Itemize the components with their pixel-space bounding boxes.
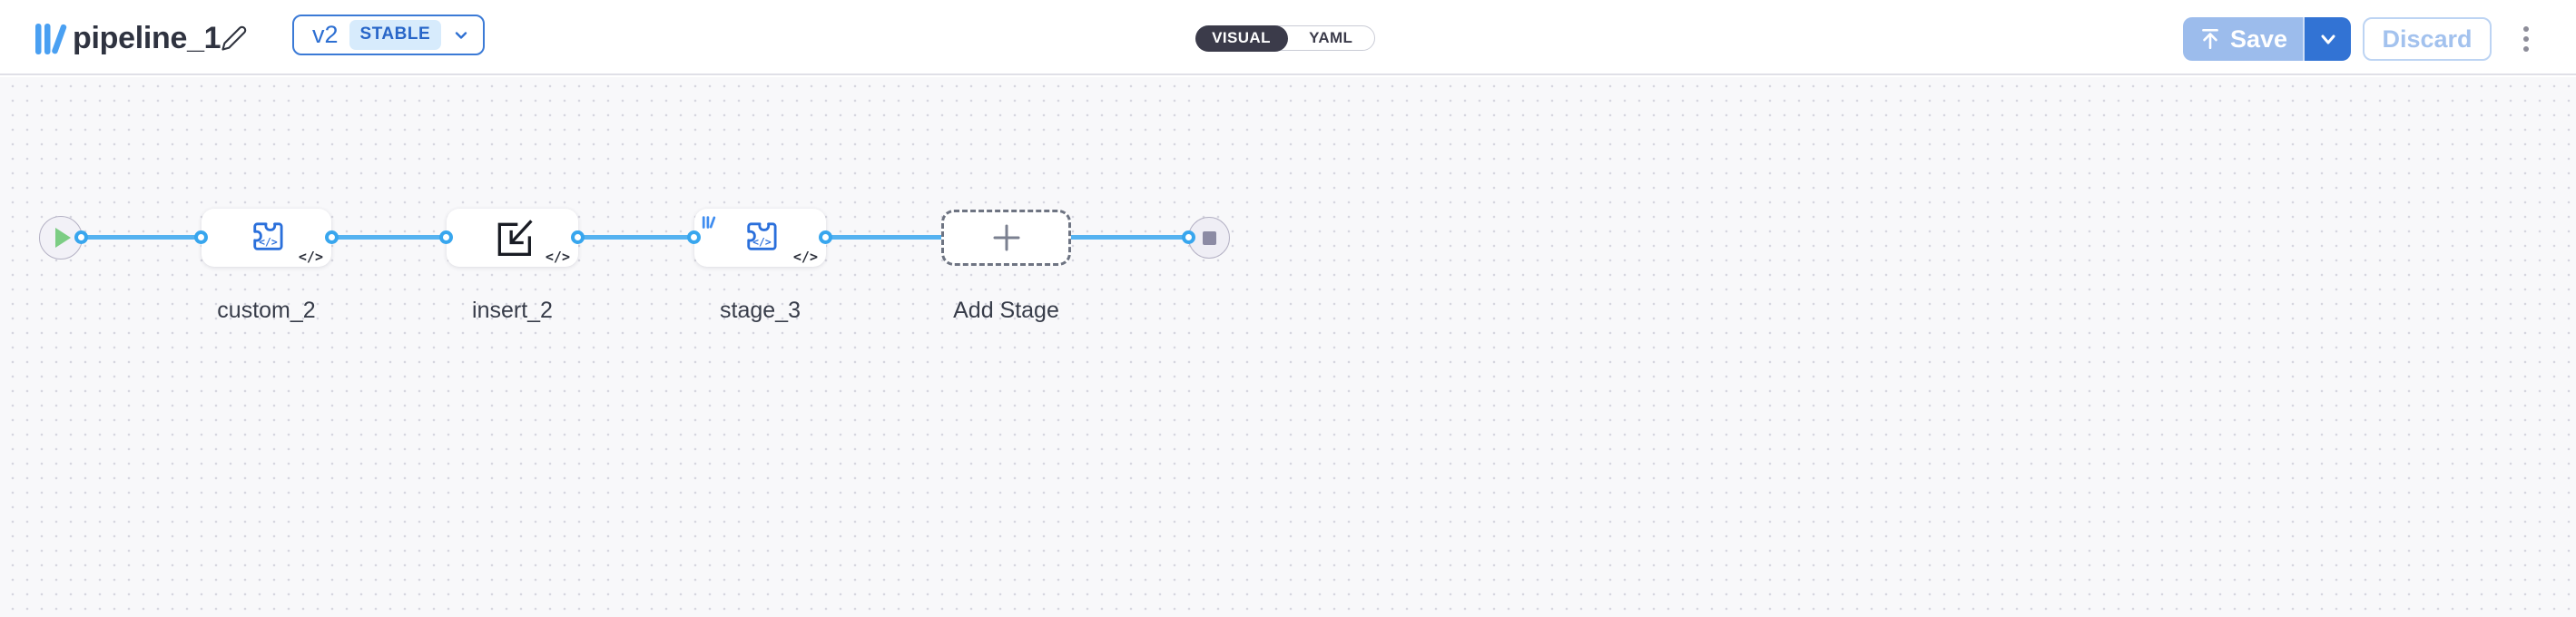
edge-custom2-insert2 <box>332 235 447 240</box>
upload-icon <box>2202 28 2218 50</box>
stop-icon <box>1202 230 1216 245</box>
save-button[interactable]: Save <box>2183 17 2303 61</box>
port-custom2-in[interactable] <box>194 230 208 244</box>
stage-label-insert-2: insert_2 <box>472 298 553 323</box>
add-stage-button[interactable] <box>941 210 1071 266</box>
svg-text:</>: </> <box>752 236 772 249</box>
edge-start-custom2 <box>82 235 202 240</box>
pipeline-title: pipeline_1 <box>73 21 221 55</box>
stage-label-custom-2: custom_2 <box>217 298 316 323</box>
discard-button[interactable]: Discard <box>2363 17 2492 61</box>
import-icon <box>497 220 533 256</box>
port-stage3-in[interactable] <box>687 230 701 244</box>
chevron-down-icon <box>455 31 467 39</box>
port-start-out[interactable] <box>74 230 88 244</box>
chevron-down-icon <box>2321 34 2335 44</box>
code-badge-icon: </> <box>792 249 818 265</box>
version-status-badge: STABLE <box>349 20 442 50</box>
edit-title-icon[interactable] <box>221 24 248 52</box>
port-insert2-in[interactable] <box>439 230 453 244</box>
puzzle-code-icon: </> <box>746 222 777 250</box>
library-badge-icon <box>702 216 716 229</box>
toolbar: pipeline_1 v2 STABLE VISUAL YAML Save <box>0 0 2576 75</box>
code-badge-icon: </> <box>545 249 570 265</box>
stage-label-add-stage: Add Stage <box>953 298 1059 323</box>
stage-label-stage-3: stage_3 <box>720 298 801 323</box>
more-options-menu[interactable] <box>2520 26 2532 52</box>
save-button-label: Save <box>2229 24 2288 53</box>
tab-visual[interactable]: VISUAL <box>1195 24 1288 52</box>
stage-node-insert-2[interactable]: </> <box>447 209 578 267</box>
port-stage3-out[interactable] <box>819 230 832 244</box>
pipeline-canvas[interactable]: </> </> </> </> </> <box>0 77 2576 617</box>
save-options-button[interactable] <box>2303 17 2351 61</box>
stage-node-custom-2[interactable]: </> </> <box>202 209 331 267</box>
svg-text:</>: </> <box>259 236 278 249</box>
port-end-in[interactable] <box>1182 230 1195 244</box>
save-split-button: Save <box>2183 17 2351 61</box>
plus-icon <box>993 224 1019 251</box>
discard-button-label: Discard <box>2382 24 2473 53</box>
puzzle-code-icon: </> <box>252 222 283 250</box>
stage-node-stage-3[interactable]: </> </> <box>694 209 826 267</box>
code-badge-icon: </> <box>298 249 323 265</box>
editor-mode-toggle: VISUAL YAML <box>1195 24 1375 52</box>
version-selector[interactable]: v2 STABLE <box>292 15 486 55</box>
play-icon <box>55 228 71 248</box>
version-label: v2 <box>312 21 339 48</box>
port-insert2-out[interactable] <box>571 230 585 244</box>
app-logo-icon <box>35 24 67 54</box>
tab-yaml[interactable]: YAML <box>1309 29 1353 46</box>
edge-insert2-stage3 <box>578 235 694 240</box>
port-custom2-out[interactable] <box>325 230 339 244</box>
